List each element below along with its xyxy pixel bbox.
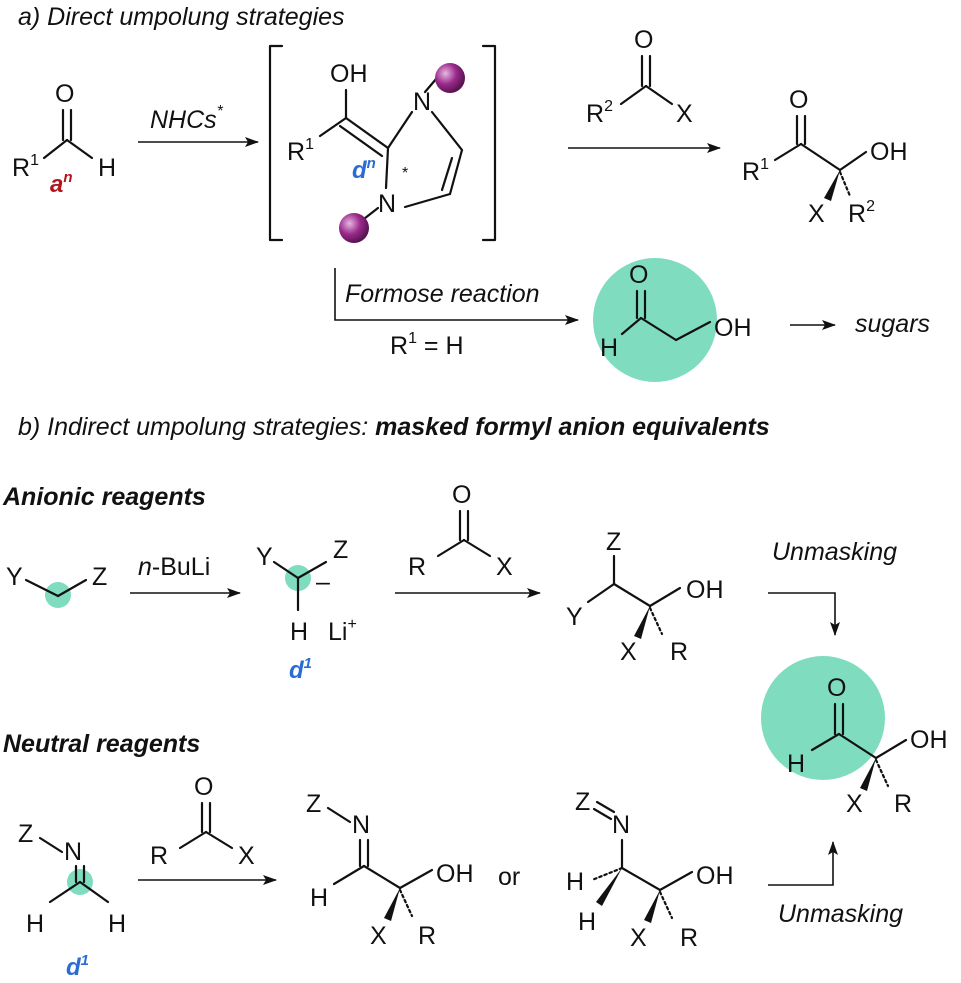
electrophile-b2: O R X: [150, 773, 255, 870]
svg-text:H: H: [26, 910, 44, 938]
product-neutral-hydrazone: Z N H OH X R: [306, 790, 474, 950]
svg-text:O: O: [827, 674, 846, 702]
unmasking-arrow-top: [768, 592, 840, 636]
svg-text:R1: R1: [287, 136, 314, 166]
section-b-title: b) Indirect umpolung strategies: masked …: [18, 413, 770, 441]
svg-text:R: R: [680, 924, 698, 952]
svg-text:R: R: [894, 790, 912, 818]
svg-text:R2: R2: [586, 98, 613, 128]
sphere-icon: [435, 63, 465, 93]
breslow-intermediate: OH R1 dn * N N: [287, 60, 465, 243]
svg-text:H: H: [787, 750, 805, 778]
donor1-label: d1: [66, 952, 89, 981]
svg-text:*: *: [402, 165, 408, 182]
svg-text:OH: OH: [870, 138, 908, 166]
svg-text:Z: Z: [306, 790, 321, 818]
svg-text:OH: OH: [910, 726, 948, 754]
svg-text:H: H: [578, 908, 596, 936]
svg-text:N: N: [352, 811, 370, 839]
svg-text:N: N: [378, 190, 396, 218]
svg-text:X: X: [496, 553, 513, 581]
svg-text:O: O: [452, 481, 471, 509]
svg-text:X: X: [370, 922, 387, 950]
svg-text:R: R: [418, 922, 436, 950]
sphere-icon: [339, 213, 369, 243]
carbanion: Y Z H – Li+ d1: [256, 536, 357, 684]
svg-text:O: O: [789, 86, 808, 114]
final-product: O H OH X R: [761, 656, 948, 818]
or-label: or: [498, 863, 520, 891]
section-a-title: a) Direct umpolung strategies: [18, 3, 345, 31]
svg-text:Z: Z: [575, 788, 590, 816]
svg-text:H: H: [98, 154, 116, 182]
masked-reagent-neutral: Z N H H d1: [18, 820, 126, 981]
svg-text:O: O: [634, 26, 653, 54]
svg-text:R: R: [408, 553, 426, 581]
svg-text:R2: R2: [848, 198, 875, 228]
svg-text:OH: OH: [330, 60, 368, 88]
svg-text:Z: Z: [92, 563, 107, 591]
svg-text:Li+: Li+: [328, 616, 357, 646]
svg-text:OH: OH: [686, 576, 724, 604]
svg-text:Z: Z: [333, 536, 348, 564]
svg-text:H: H: [290, 618, 308, 646]
product-anionic: Z Y OH X R: [566, 528, 724, 666]
svg-text:OH: OH: [696, 862, 734, 890]
unmasking-arrow-bottom: [768, 841, 838, 886]
svg-text:Y: Y: [566, 603, 583, 631]
unmasking-label-bottom: Unmasking: [778, 900, 903, 928]
svg-text:H: H: [310, 884, 328, 912]
right-bracket: [481, 44, 497, 242]
svg-text:X: X: [630, 924, 647, 952]
svg-text:X: X: [620, 638, 637, 666]
masked-reagent-anionic: Y Z: [6, 563, 107, 608]
svg-text:O: O: [55, 80, 74, 108]
svg-text:H: H: [566, 868, 584, 896]
svg-text:–: –: [316, 568, 330, 596]
glycolaldehyde: O H OH: [593, 258, 752, 382]
highlight-circle: [761, 656, 885, 780]
svg-text:H: H: [600, 334, 618, 362]
formose-arrow: [334, 268, 579, 325]
svg-text:R1: R1: [742, 156, 769, 186]
svg-text:X: X: [238, 842, 255, 870]
svg-text:N: N: [612, 811, 630, 839]
left-bracket: [268, 44, 284, 242]
svg-text:O: O: [629, 261, 648, 289]
electrophile-b1: O R X: [408, 481, 513, 581]
svg-text:O: O: [194, 773, 213, 801]
svg-text:R: R: [150, 842, 168, 870]
svg-text:OH: OH: [714, 314, 752, 342]
donor-label: dn: [352, 155, 376, 184]
nhc-label: NHCs*: [150, 103, 224, 134]
svg-text:X: X: [846, 790, 863, 818]
buli-label: n-BuLi: [138, 553, 210, 581]
product-neutral-alkyl: Z N H H OH X R: [566, 788, 734, 952]
aldehyde-structure: O R1 H an: [12, 80, 116, 198]
svg-text:OH: OH: [436, 860, 474, 888]
formose-condition: R1 = H: [390, 330, 464, 360]
svg-text:R: R: [670, 638, 688, 666]
svg-text:X: X: [676, 100, 693, 128]
donor1-label: d1: [289, 655, 312, 684]
unmasking-label-top: Unmasking: [772, 538, 897, 566]
svg-text:R1: R1: [12, 152, 39, 182]
svg-text:N: N: [413, 88, 431, 116]
svg-text:Y: Y: [6, 563, 23, 591]
product-a: O R1 OH X R2: [742, 86, 908, 228]
highlight-circle: [593, 258, 717, 382]
svg-text:N: N: [64, 838, 82, 866]
electrophile-a: O R2 X: [586, 26, 693, 128]
formose-label: Formose reaction: [345, 280, 540, 308]
svg-text:Z: Z: [606, 528, 621, 556]
svg-text:Y: Y: [256, 543, 273, 571]
svg-text:H: H: [108, 910, 126, 938]
neutral-heading: Neutral reagents: [3, 730, 200, 758]
anionic-heading: Anionic reagents: [2, 483, 206, 511]
svg-text:X: X: [808, 200, 825, 228]
sugars-label: sugars: [855, 310, 930, 338]
svg-text:Z: Z: [18, 820, 33, 848]
acceptor-label: an: [50, 169, 73, 198]
